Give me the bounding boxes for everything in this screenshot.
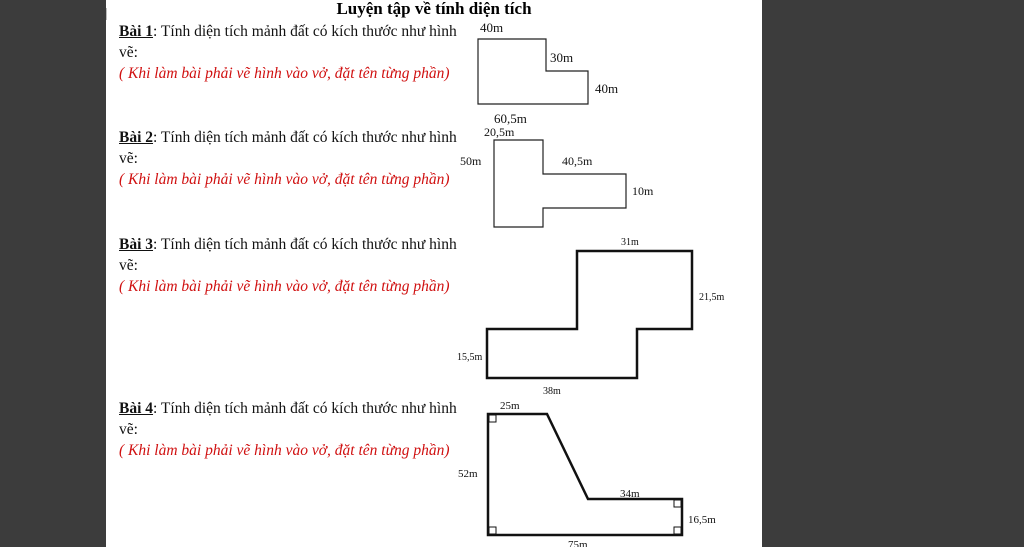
page-title: Luyện tập về tính diện tích xyxy=(336,0,532,18)
exercise-label: Bài 3 xyxy=(119,236,154,253)
dim-label: 40,5m xyxy=(562,154,593,168)
exercise-note: ( Khi làm bài phải vẽ hình vào vở, đặt t… xyxy=(119,442,450,459)
exercise-text: : Tính diện tích mảnh đất có kích thước … xyxy=(119,236,457,274)
exercise-4: Bài 4: Tính diện tích mảnh đất có kích t… xyxy=(119,398,459,461)
dim-label: 31m xyxy=(621,237,639,248)
exercise-2: Bài 2: Tính diện tích mảnh đất có kích t… xyxy=(119,127,459,190)
figures-canvas: 40m 30m 40m 60,5m 20,5m 50m 40,5m 10m 31… xyxy=(457,20,725,547)
cursor-marker xyxy=(106,8,111,20)
right-angle-mark xyxy=(673,499,682,508)
exercise-text: : Tính diện tích mảnh đất có kích thước … xyxy=(119,23,457,61)
right-angle-mark xyxy=(488,414,497,423)
figure-2: 20,5m 50m 40,5m 10m xyxy=(460,125,654,228)
dim-label: 34m xyxy=(620,488,640,500)
dim-label: 21,5m xyxy=(699,292,725,303)
exercise-label: Bài 2 xyxy=(119,129,154,146)
dim-label: 50m xyxy=(460,154,482,168)
exercise-text: : Tính diện tích mảnh đất có kích thước … xyxy=(119,129,457,167)
dim-label: 16,5m xyxy=(688,514,716,526)
dim-label: 40m xyxy=(595,81,618,96)
dim-label: 75m xyxy=(568,539,588,547)
dim-label: 15,5m xyxy=(457,352,483,363)
dim-label: 38m xyxy=(543,386,561,397)
dim-label: 20,5m xyxy=(484,125,515,139)
exercise-text: : Tính diện tích mảnh đất có kích thước … xyxy=(119,400,457,438)
dim-label: 10m xyxy=(632,184,654,198)
exercise-note: ( Khi làm bài phải vẽ hình vào vở, đặt t… xyxy=(119,171,450,188)
figure-3: 31m 21,5m 15,5m 38m xyxy=(457,237,725,397)
dim-label: 60,5m xyxy=(494,111,527,126)
dim-label: 30m xyxy=(550,50,573,65)
exercise-note: ( Khi làm bài phải vẽ hình vào vở, đặt t… xyxy=(119,278,450,295)
right-angle-mark xyxy=(673,526,682,535)
figure-4: 25m 52m 34m 16,5m 75m xyxy=(458,400,716,547)
exercise-label: Bài 4 xyxy=(119,400,154,417)
exercise-note: ( Khi làm bài phải vẽ hình vào vở, đặt t… xyxy=(119,65,450,82)
exercise-1: Bài 1: Tính diện tích mảnh đất có kích t… xyxy=(119,21,459,84)
document-page: Luyện tập về tính diện tích Bài 1: Tính … xyxy=(106,0,762,547)
exercise-label: Bài 1 xyxy=(119,23,154,40)
dim-label: 25m xyxy=(500,400,520,412)
figure-1: 40m 30m 40m 60,5m xyxy=(477,20,618,126)
exercise-3: Bài 3: Tính diện tích mảnh đất có kích t… xyxy=(119,234,459,297)
right-angle-mark xyxy=(488,526,497,535)
dim-label: 52m xyxy=(458,468,478,480)
dim-label: 40m xyxy=(480,20,503,35)
